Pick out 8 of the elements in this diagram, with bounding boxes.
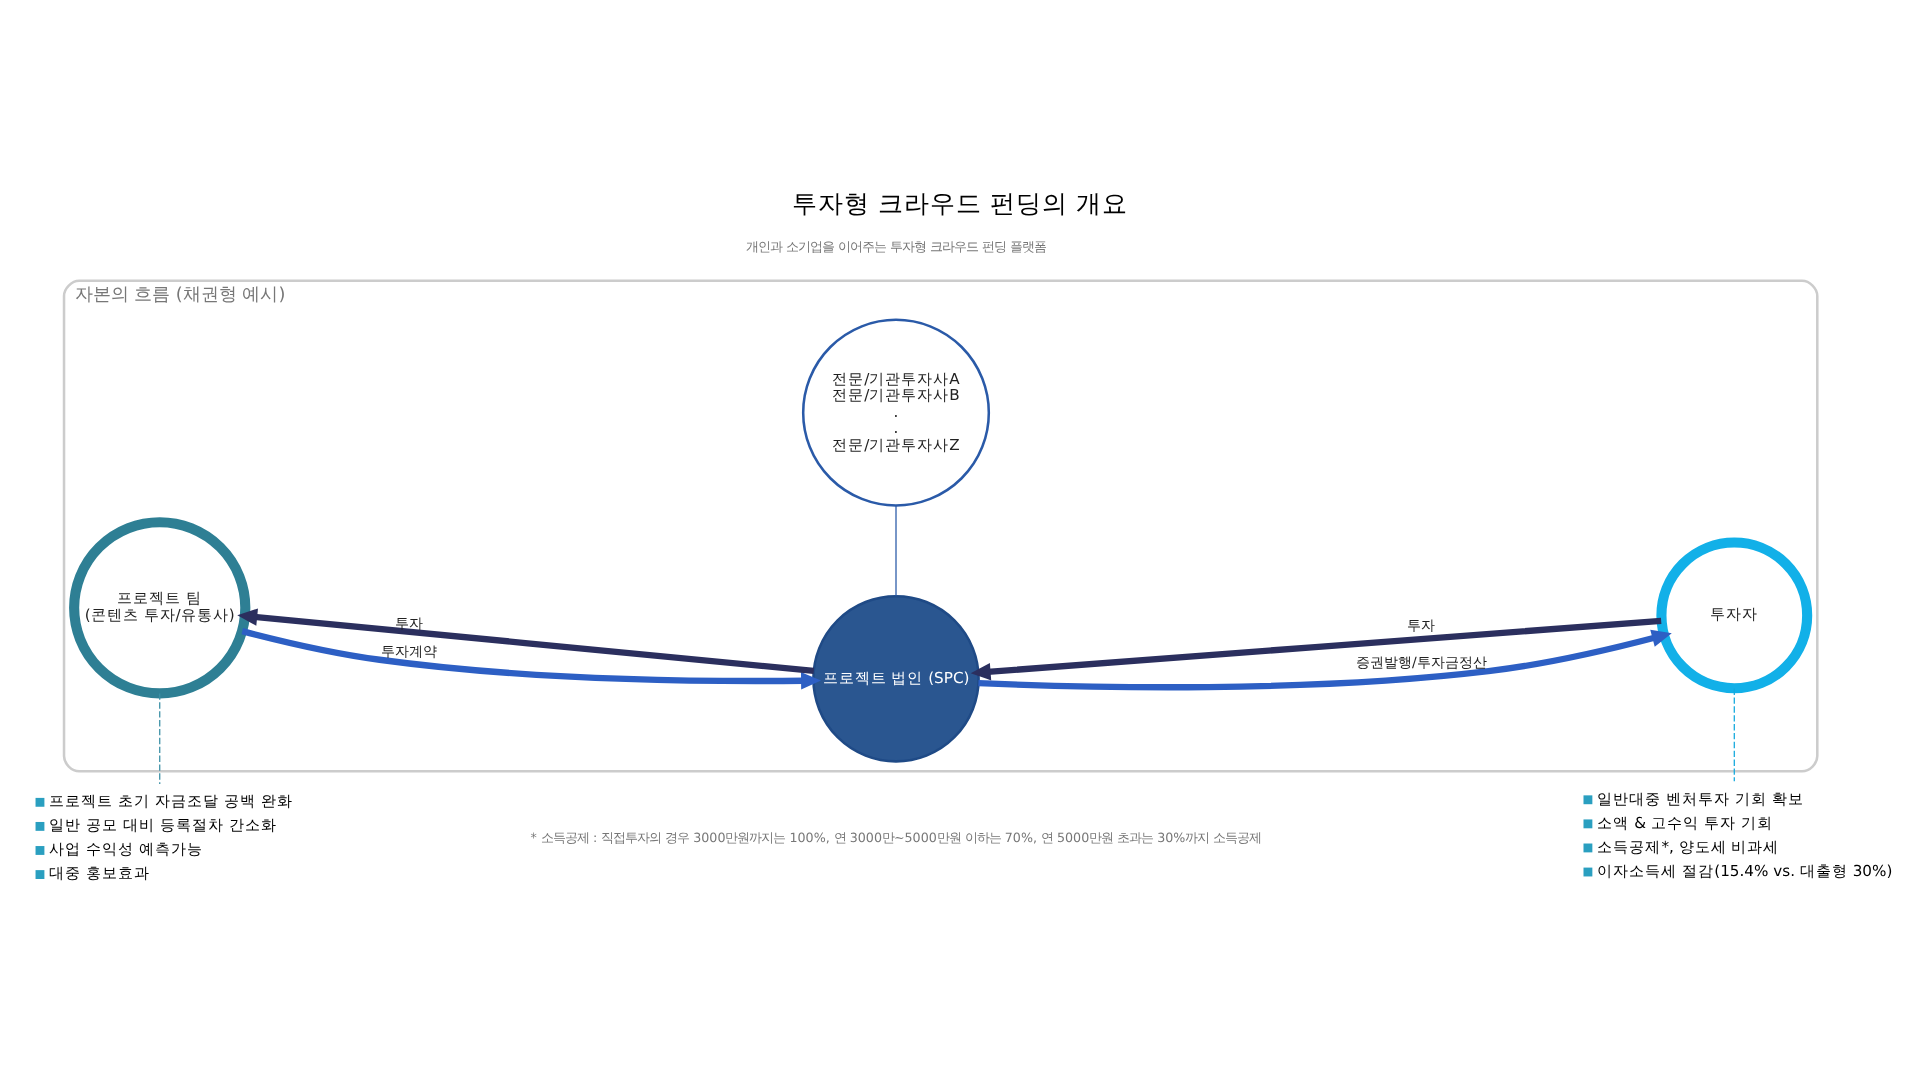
connector bbox=[1733, 686, 1735, 781]
arrow bbox=[978, 628, 1672, 690]
arrow bbox=[970, 616, 1662, 680]
connector bbox=[159, 691, 161, 784]
arrow bbox=[241, 627, 822, 689]
arrow bbox=[237, 607, 815, 674]
diagram-title: 투자형 크라우드 펀딩의 개요 bbox=[791, 187, 1129, 218]
connector bbox=[895, 503, 897, 596]
